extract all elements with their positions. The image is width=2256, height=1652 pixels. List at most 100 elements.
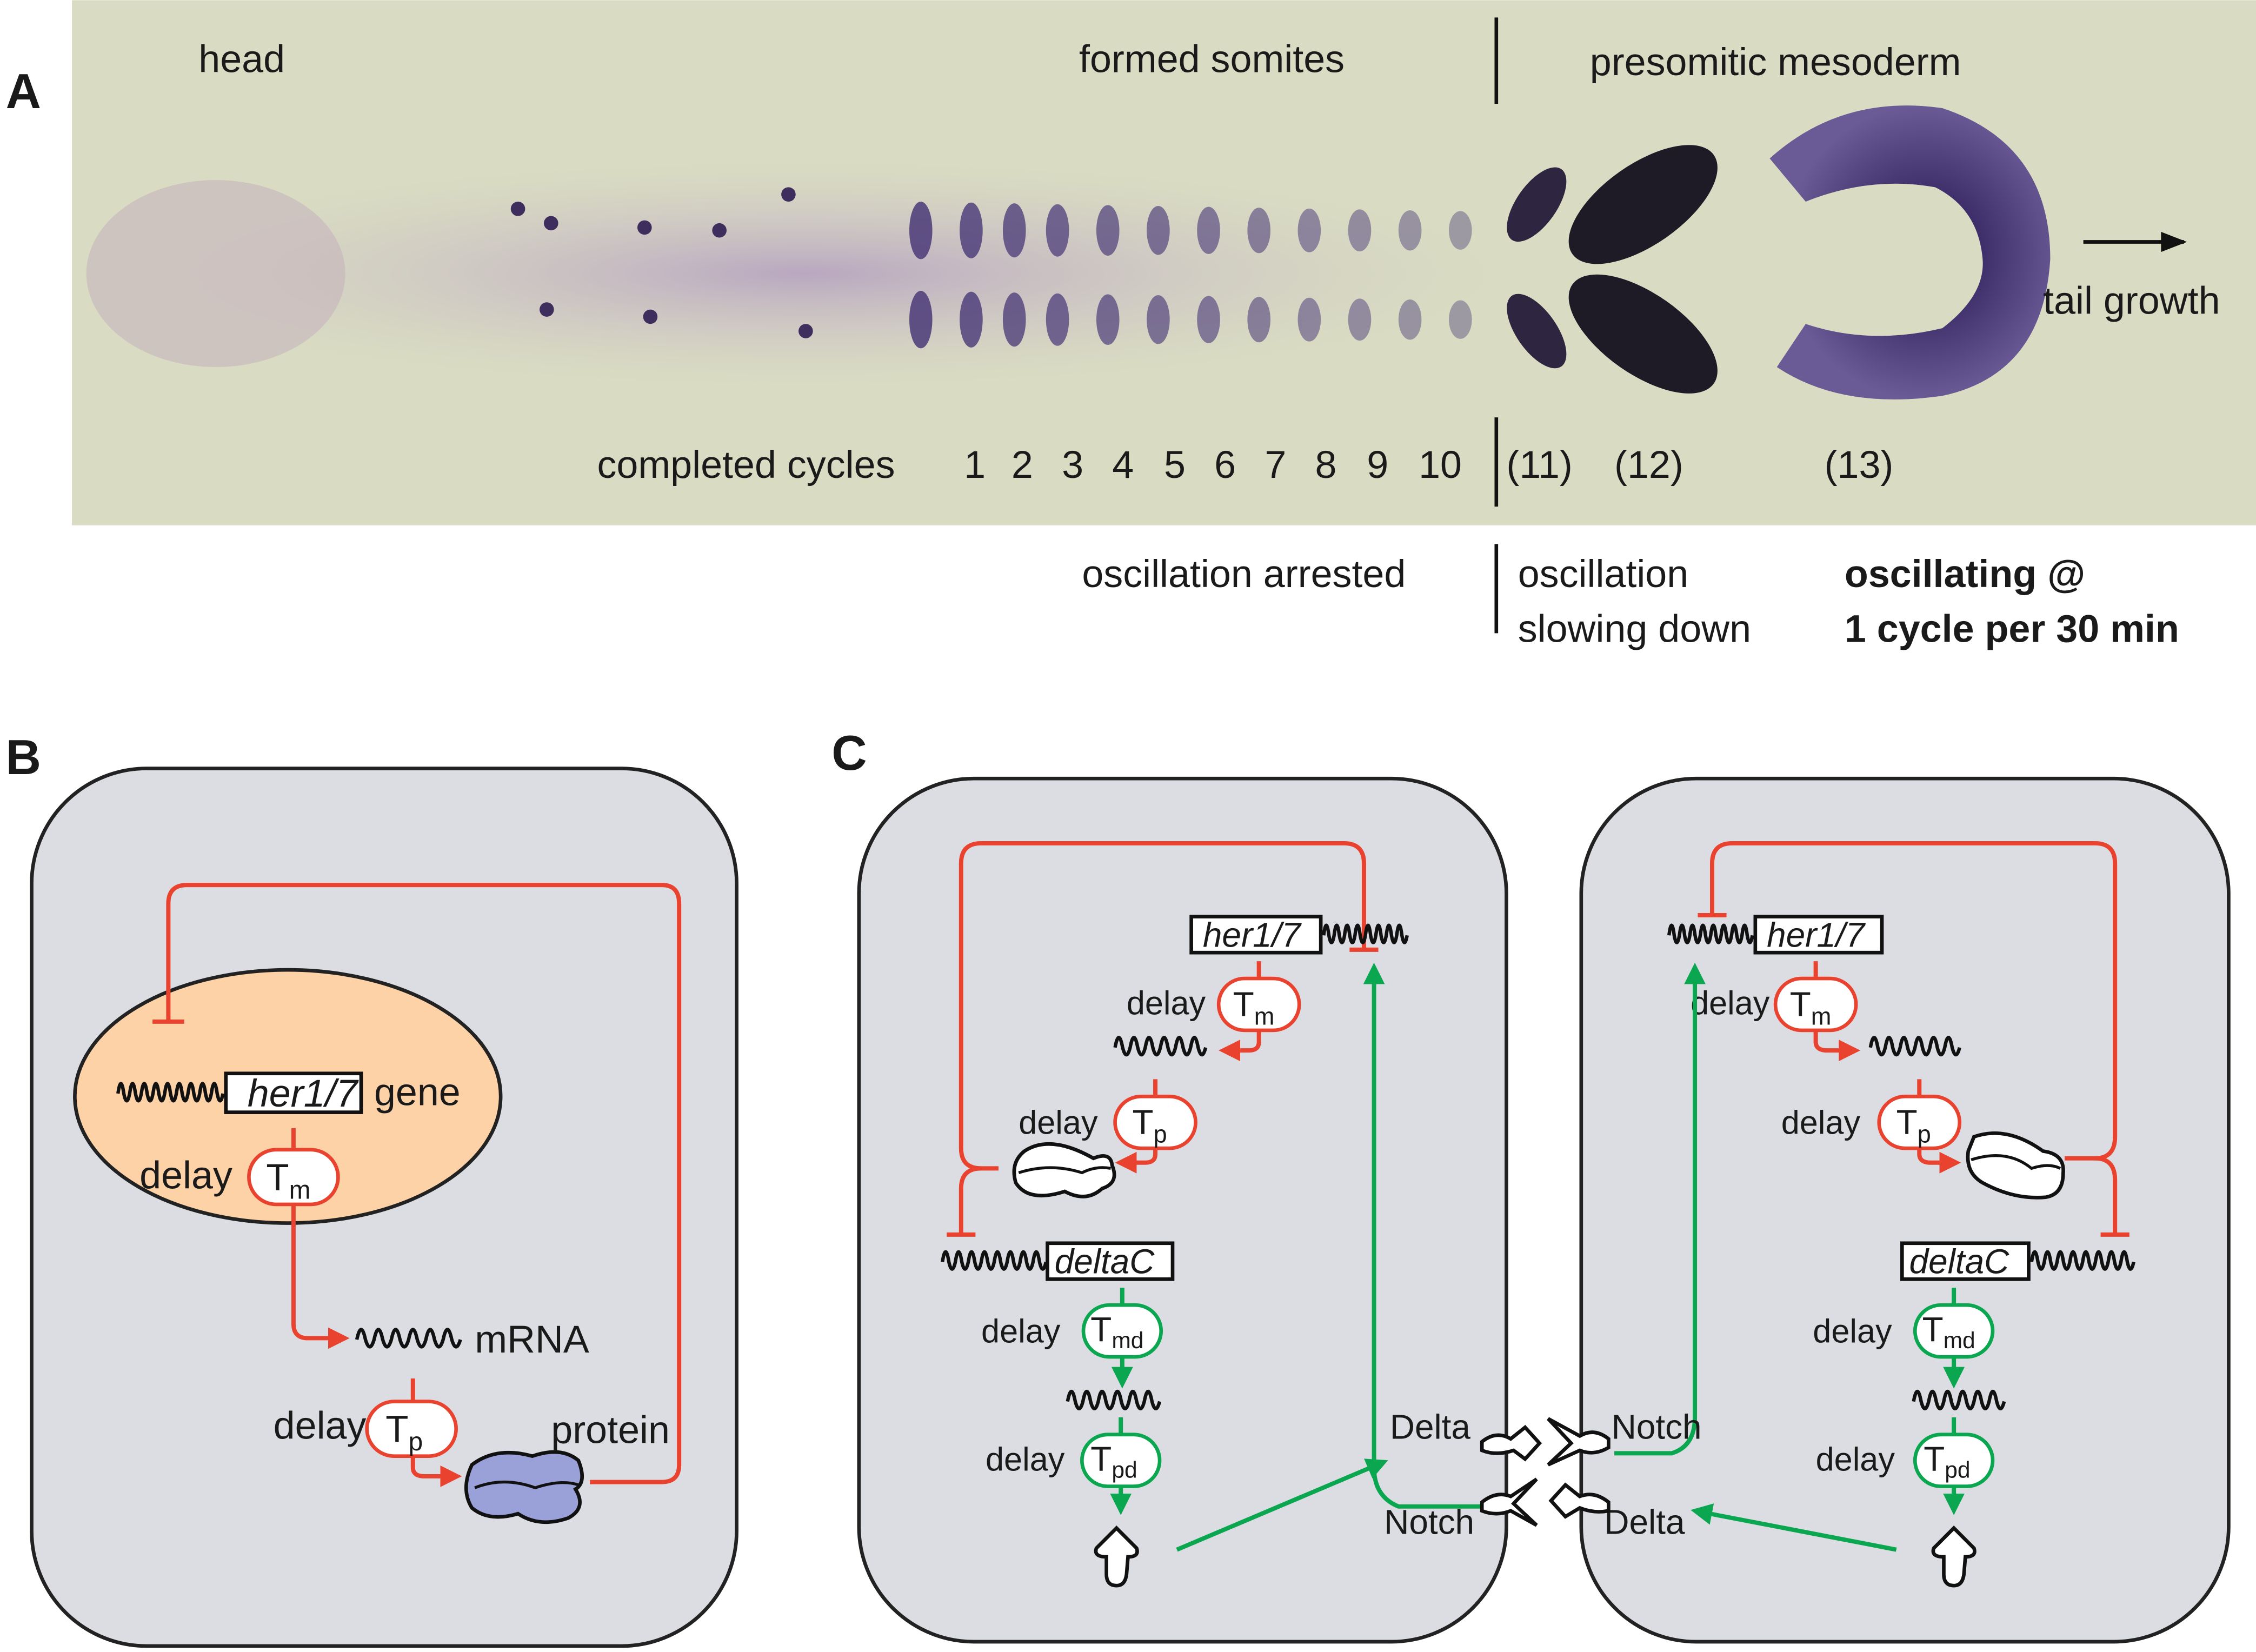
somite-stripe (1247, 297, 1270, 343)
cycle-number: 7 (1265, 443, 1286, 487)
tp-label: Tp (385, 1408, 423, 1456)
delay-label: delay (1813, 1313, 1892, 1349)
delay-tmd-pill (1913, 1303, 1995, 1359)
delta-protein-icon (1094, 1526, 1139, 1588)
somite-stripe (1297, 208, 1321, 252)
somite-stripe (1297, 297, 1321, 342)
stain-dot (540, 302, 554, 317)
mrna-wave-icon (1066, 1389, 1162, 1411)
delta-label: Delta (1390, 1408, 1471, 1447)
somite-stripe (1197, 206, 1220, 254)
somite-stripe (1348, 209, 1372, 252)
mrna-wave-icon (1912, 1389, 2006, 1411)
cycle-number: 1 (964, 443, 986, 487)
her-protein-icon (1012, 1142, 1116, 1198)
panel-c-letter: C (831, 726, 867, 781)
label-oscillating-2: 1 cycle per 30 min (1845, 607, 2179, 650)
left-cell (857, 776, 1508, 1644)
her-feedback-line (959, 841, 1366, 1171)
tm-label: Tm (1790, 984, 1832, 1030)
tp-label: Tp (1132, 1103, 1167, 1148)
somite-stripe (1096, 205, 1120, 256)
dna-wave-icon (116, 1082, 225, 1103)
notch-signal-arrow (1363, 962, 1482, 1509)
somite-stripe (1348, 298, 1372, 341)
somite-stripe (1448, 300, 1472, 339)
delta-transport-arrow (1176, 1458, 1388, 1552)
notch-signal-arrow (1614, 962, 1706, 1456)
tp-label: Tp (1896, 1103, 1931, 1148)
tpd-label: Tpd (1924, 1439, 1970, 1483)
somite-stripe (1147, 205, 1170, 255)
cycle-number: 4 (1112, 443, 1134, 487)
stain-dot (712, 223, 727, 238)
delay-label: delay (1691, 985, 1770, 1022)
delay-label: delay (1816, 1441, 1895, 1477)
somite-stripe (1046, 204, 1069, 257)
somite-stripe (1096, 294, 1120, 345)
notch-receptor-icon (1480, 1477, 1538, 1527)
somite-stripe (1197, 296, 1220, 343)
somite-stripe (1002, 292, 1026, 347)
stain-dot (510, 201, 525, 216)
dna-wave-icon (941, 1250, 1048, 1271)
panel-b: B her1/7 gene delay Tm mRNA Tp delay pro… (6, 730, 738, 1648)
cycle-number: 3 (1062, 443, 1083, 487)
dna-wave-icon (2029, 1250, 2135, 1271)
cycle-number: (11) (1506, 443, 1572, 487)
embryo-head (86, 180, 345, 368)
deltac-gene-label: deltaC (1055, 1242, 1155, 1281)
deltac-gene-box (1046, 1241, 1175, 1281)
stain-dot (637, 220, 652, 235)
right-cell-network: her1/7 Tm delay Tp delay deltaC Tmd dela… (1547, 841, 2135, 1588)
delta-label: Delta (1604, 1502, 1685, 1541)
notch-receptor-icon (1547, 1417, 1611, 1467)
delta-ligand-icon (1480, 1424, 1542, 1462)
label-tail-growth: tail growth (2043, 279, 2220, 323)
protein-label: protein (551, 1409, 670, 1452)
mrna-label: mRNA (475, 1318, 589, 1361)
tmd-label: Tmd (1922, 1310, 1975, 1354)
label-slowing-2: slowing down (1518, 607, 1751, 650)
tm-label: Tm (1233, 984, 1275, 1030)
somite-stripe (1448, 211, 1472, 250)
embryo (86, 105, 2051, 399)
delta-protein-icon (1931, 1526, 1977, 1588)
cycle-number: 6 (1214, 443, 1236, 487)
mrna-wave-icon (1868, 1036, 1961, 1057)
delta-ligand-icon (1548, 1482, 1611, 1519)
cycle-number: (12) (1614, 443, 1683, 487)
dna-wave-icon (1322, 923, 1409, 944)
somite-stripe (1002, 203, 1026, 258)
protein-fold (1018, 1166, 1112, 1175)
somite-stripe (1247, 208, 1270, 254)
her-gene-box (1189, 915, 1323, 955)
protein-fold (474, 1481, 579, 1490)
mrna-wave-icon (355, 1328, 462, 1349)
cycle-number: 9 (1367, 443, 1388, 487)
panel-a: A head formed somites presomitic mesoder… (6, 0, 2256, 650)
her-protein-icon (1966, 1131, 2065, 1200)
notch-label: Notch (1384, 1502, 1474, 1541)
tm-label: Tm (266, 1156, 310, 1204)
transcription-arrow (1219, 1030, 1261, 1062)
delay-label: delay (1127, 985, 1206, 1022)
label-formed-somites: formed somites (1079, 37, 1345, 81)
delay-label: delay (274, 1404, 367, 1448)
somites (510, 187, 1472, 349)
deltac-repression-line (959, 1166, 982, 1235)
cycle-number: 8 (1315, 443, 1336, 487)
protein-icon (464, 1450, 584, 1524)
delay-label: delay (139, 1154, 232, 1197)
cycle-number: 10 (1419, 443, 1462, 487)
cycle-number: 2 (1011, 443, 1033, 487)
tmd-label: Tmd (1090, 1310, 1143, 1354)
label-completed-cycles: completed cycles (597, 443, 895, 487)
transcription-arrow (1813, 1030, 1861, 1062)
panel-a-letter: A (6, 64, 41, 119)
label-oscillation-arrested: oscillation arrested (1082, 552, 1406, 596)
forming-somite-bands (1507, 145, 1718, 394)
delta-transport-arrow (1691, 1503, 1897, 1552)
